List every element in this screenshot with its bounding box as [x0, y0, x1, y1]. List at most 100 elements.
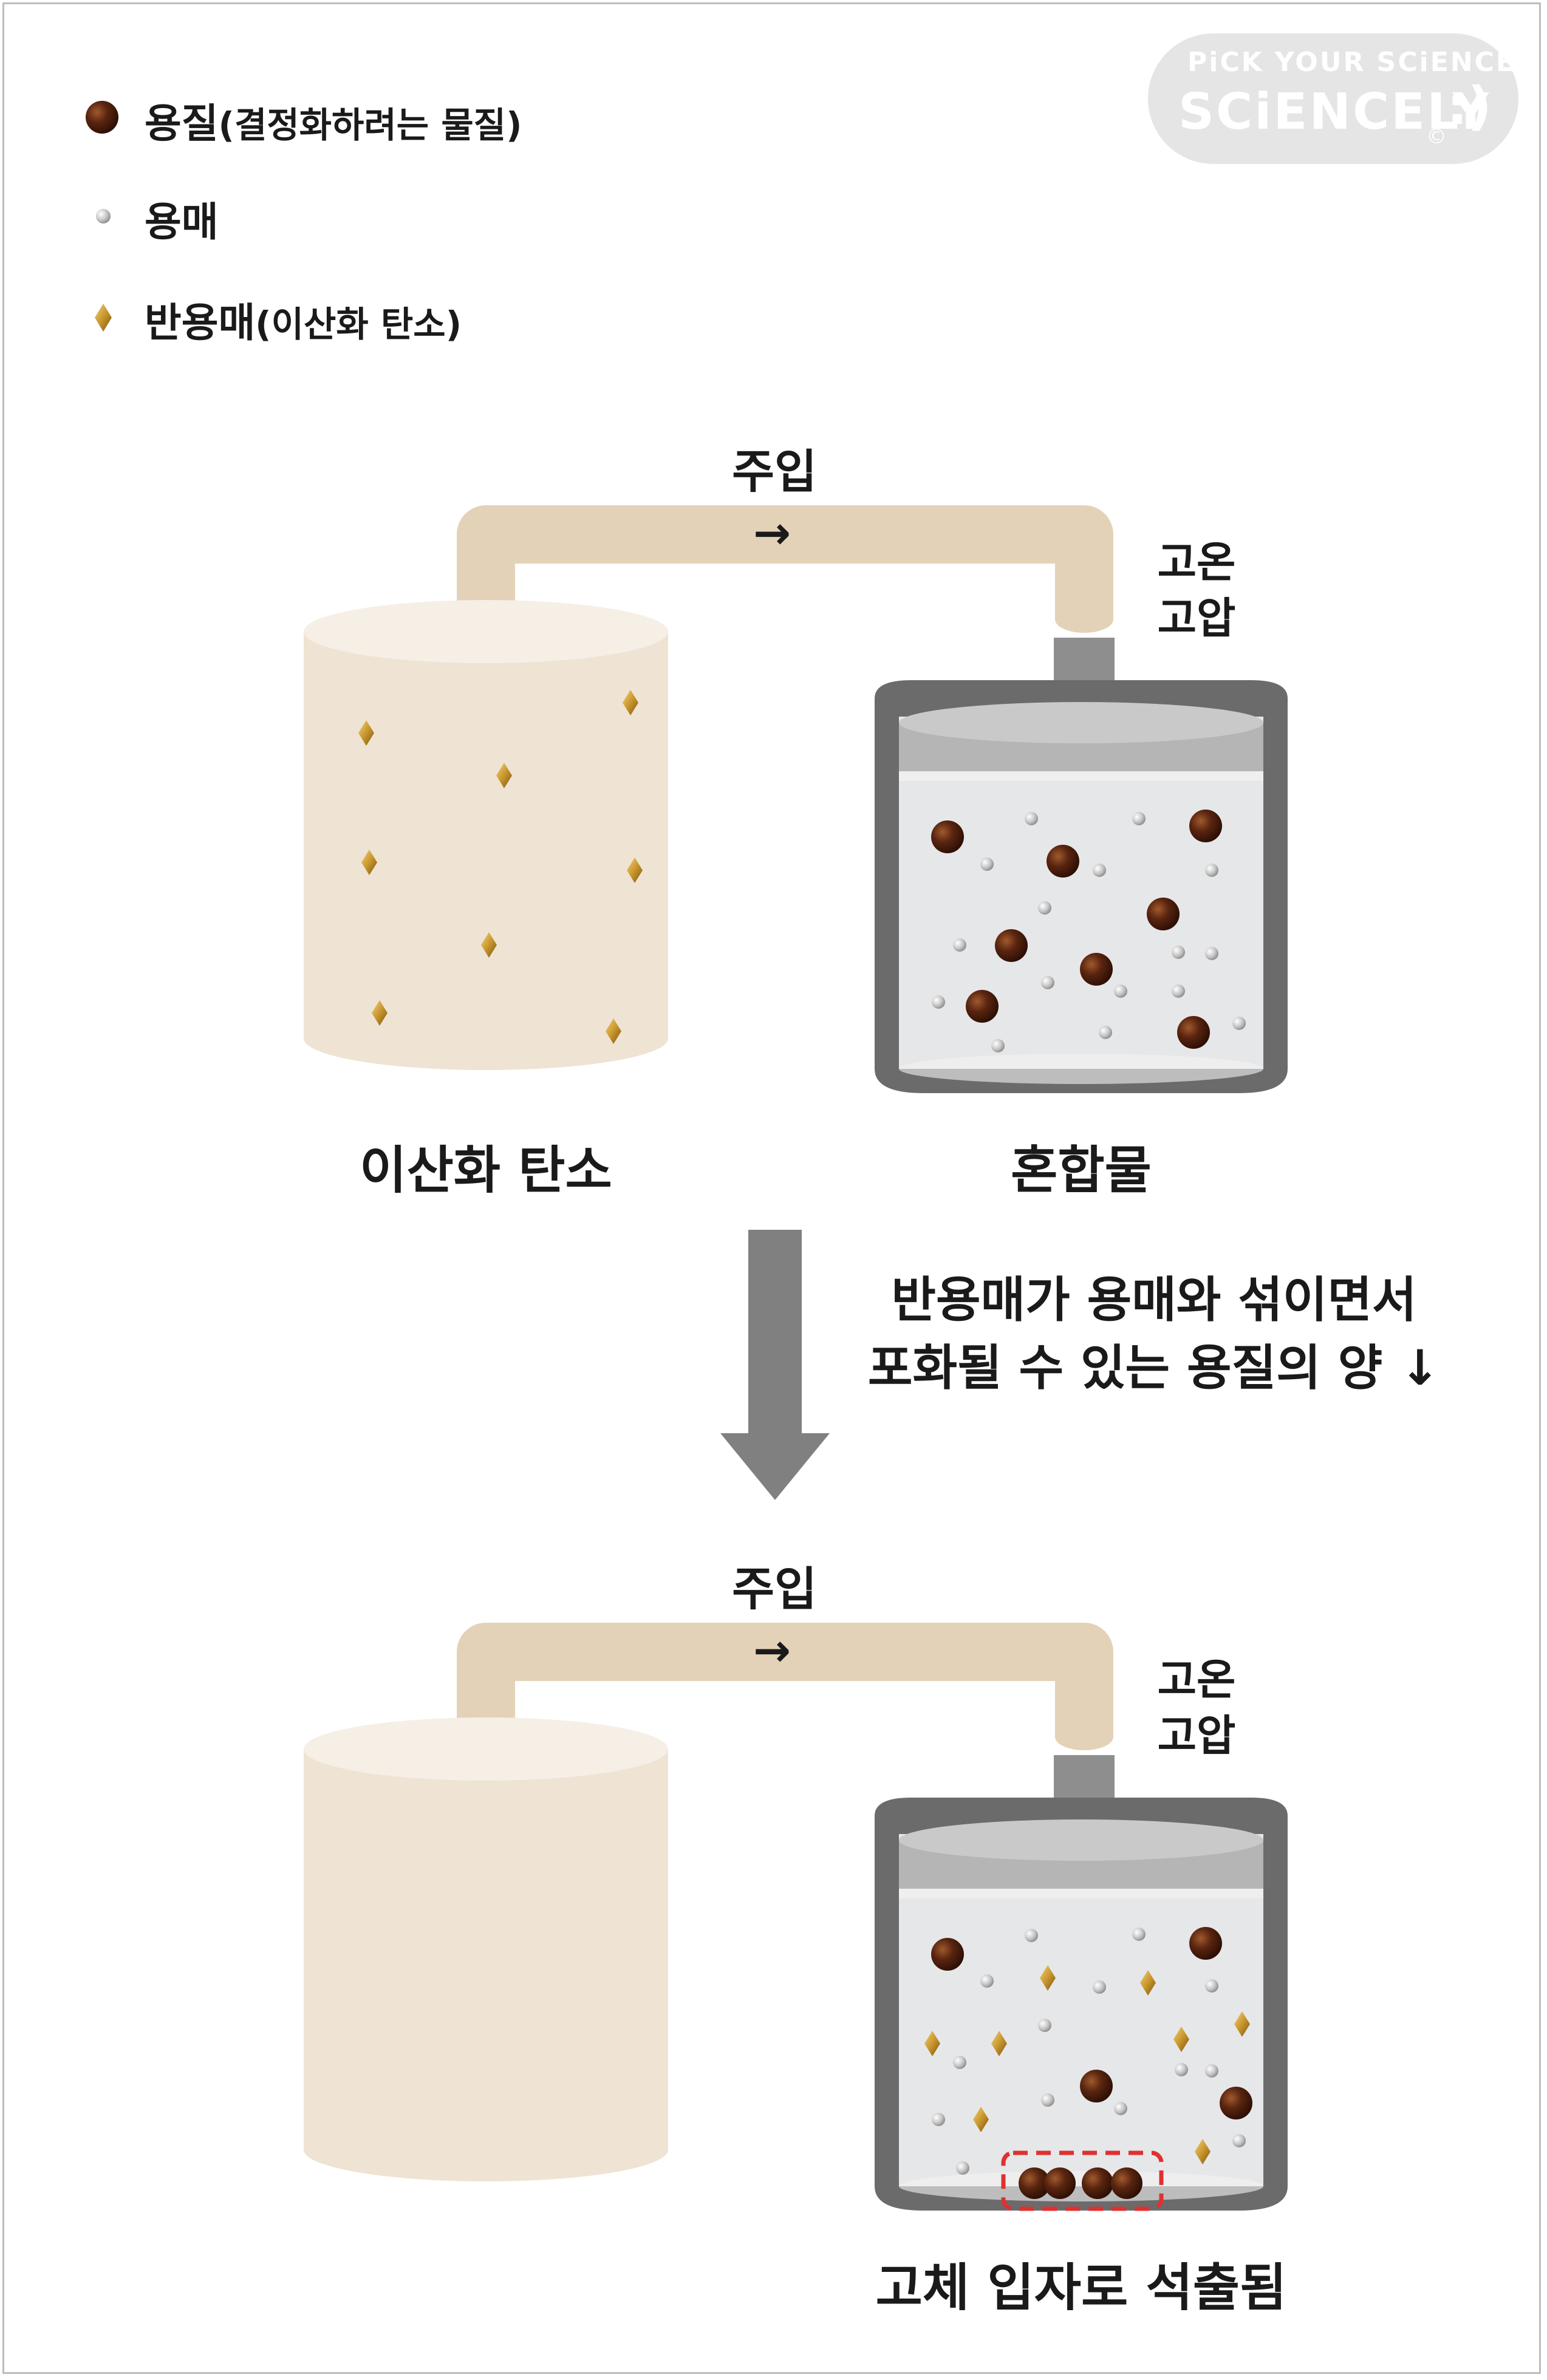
antisolvent-particle	[623, 690, 638, 715]
bottom-mixture-vessel	[875, 1755, 1288, 2211]
top-co2-label: 이산화 탄소	[360, 1141, 612, 1200]
antisolvent-particle	[1234, 2011, 1250, 2037]
bottom-inject-label: 주입	[732, 1562, 817, 1616]
top-mixture-label: 혼합물	[1011, 1141, 1152, 1200]
antisolvent-particle	[1195, 2139, 1211, 2164]
top-pipe	[457, 505, 1113, 619]
solvent-particle	[1025, 1929, 1038, 1942]
solvent-particle	[1038, 2019, 1051, 2032]
antisolvent-particle	[606, 1018, 621, 1044]
solute-particle	[1220, 2087, 1252, 2119]
logo-tagline: PiCK YOUR SCiENCE	[1187, 47, 1516, 78]
solute-particle	[1082, 2167, 1113, 2199]
bottom-pipe-end-right	[1055, 1724, 1113, 1750]
solvent-particle	[1205, 947, 1218, 960]
solvent-particle	[953, 2056, 966, 2069]
top-condition-pressure: 고압	[1157, 593, 1236, 643]
solute-particle	[995, 929, 1028, 962]
top-mixture-vessel	[875, 638, 1288, 1093]
solvent-particle	[980, 1974, 994, 1988]
solvent-particle	[1041, 976, 1054, 989]
bottom-condition: 고온 고압	[1142, 1652, 1251, 1764]
solvent-particle	[1025, 812, 1038, 825]
solvent-particle	[980, 858, 994, 871]
antisolvent-particle	[496, 763, 512, 788]
top-co2-particles	[358, 690, 643, 1044]
logo-wordmark: SCiENCELY	[1178, 83, 1491, 141]
solvent-particle	[1093, 864, 1106, 877]
process-down-arrow	[720, 1230, 830, 1500]
solute-particle	[1189, 810, 1222, 842]
top-co2-tank	[304, 600, 668, 1070]
transition-line2: 포화될 수 있는 용질의 양 ↓	[867, 1340, 1441, 1396]
legend-solute-icon	[86, 101, 118, 134]
solute-particle	[1080, 953, 1113, 986]
antisolvent-particle	[627, 858, 643, 883]
solute-particle	[1147, 898, 1180, 930]
antisolvent-particle	[1173, 2027, 1189, 2052]
legend-solute: 용질(결정화하려는 물질)	[145, 91, 522, 149]
precipitate-highlight-box	[1001, 2150, 1164, 2211]
solute-particle	[1019, 2167, 1050, 2199]
antisolvent-particle	[481, 932, 497, 958]
bottom-pipe	[457, 1623, 1113, 1737]
bottom-condition-pressure: 고압	[1157, 1711, 1236, 1761]
legend-solute-sub: (결정화하려는 물질)	[218, 104, 522, 146]
antisolvent-particle	[973, 2107, 989, 2132]
legend-antisolvent-icon	[95, 304, 112, 332]
solvent-particle	[1038, 901, 1051, 915]
transition-line1: 반용매가 용매와 섞이면서	[891, 1272, 1417, 1328]
solvent-particle	[1175, 2063, 1188, 2076]
top-condition: 고온 고압	[1142, 534, 1251, 646]
antisolvent-particle	[361, 850, 377, 875]
antisolvent-particle	[372, 1000, 388, 1026]
solvent-particle	[1232, 1017, 1246, 1030]
solvent-particle	[1172, 946, 1185, 959]
logo-smiley-icon: :)	[1447, 76, 1492, 137]
sciencely-logo: PiCK YOUR SCiENCE SCiENCELY :) ©	[1148, 33, 1518, 164]
solvent-particle	[1093, 1980, 1106, 1994]
legend-antisolvent: 반용매(이산화 탄소)	[145, 290, 462, 349]
solute-particle	[1044, 2167, 1076, 2199]
solvent-particle	[956, 2161, 969, 2175]
solvent-particle	[953, 938, 966, 952]
solvent-particle	[1114, 2102, 1127, 2115]
solute-particle	[1177, 1016, 1210, 1049]
solvent-particle	[991, 1039, 1005, 1052]
legend-solvent-icon	[96, 209, 111, 223]
legend-solute-label: 용질	[145, 100, 219, 147]
bottom-inject-arrow-icon: →	[753, 1625, 791, 1677]
logo-copyright: ©	[1426, 124, 1447, 149]
solvent-particle	[1132, 1928, 1146, 1941]
result-label: 고체 입자로 석출됨	[875, 2258, 1287, 2317]
solute-particle	[966, 990, 999, 1023]
bottom-condition-temp: 고온	[1157, 1655, 1236, 1705]
solute-particle	[931, 820, 964, 853]
solute-particle	[1111, 2167, 1142, 2199]
solvent-particle	[1041, 2093, 1054, 2107]
top-mixture-particles	[931, 810, 1246, 1052]
solvent-particle	[1205, 864, 1218, 877]
solvent-particle	[1099, 1026, 1112, 1039]
solvent-particle	[932, 995, 945, 1009]
legend-solvent: 용매	[145, 189, 218, 248]
top-condition-temp: 고온	[1157, 537, 1236, 587]
solvent-particle	[1205, 2064, 1218, 2078]
solvent-particle	[1205, 1979, 1218, 1993]
bottom-mixture-particles	[924, 1927, 1252, 2175]
antisolvent-particle	[991, 2031, 1007, 2056]
solute-particle	[1080, 2070, 1113, 2102]
antisolvent-particle	[358, 720, 374, 746]
bottom-co2-tank	[304, 1717, 668, 2181]
antisolvent-particle	[1140, 1970, 1156, 1996]
legend-antisolvent-label: 반용매	[145, 299, 256, 346]
solute-particle	[1047, 845, 1079, 878]
top-pipe-end-right	[1055, 606, 1113, 633]
solute-particle	[1189, 1927, 1222, 1960]
top-inject-arrow-icon: →	[753, 507, 791, 559]
solute-particle	[931, 1938, 964, 1971]
transition-caption: 반용매가 용매와 섞이면서 포화될 수 있는 용질의 양 ↓	[850, 1266, 1458, 1402]
solvent-particle	[1132, 812, 1146, 825]
